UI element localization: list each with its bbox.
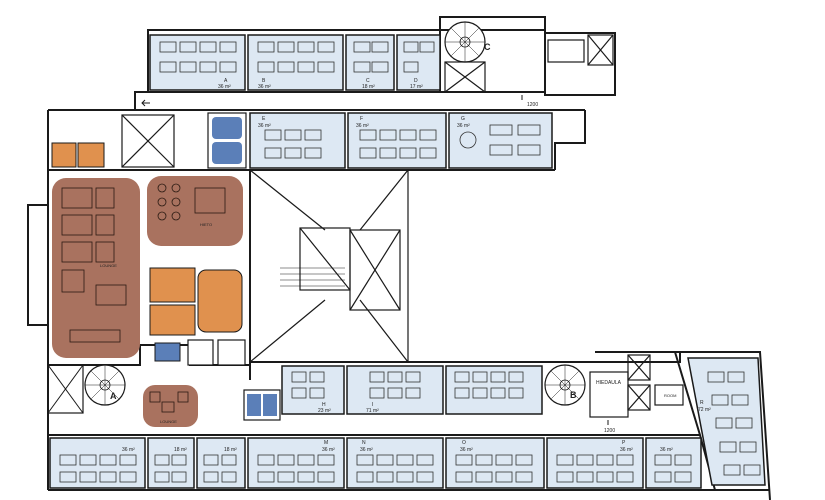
lower-office-row: H 23 m² I 71 m² [281, 365, 543, 415]
bottom-office-row: 36 m² 18 m² 18 m² M 36 m² N 36 m² O 36 m… [49, 437, 702, 489]
stair-c-label: C [484, 42, 491, 52]
room-r-letter: R [700, 400, 704, 406]
top-office-row: A 36 m² B 36 m² C 18 m² D 17 m² [149, 34, 441, 91]
room-m-letter: M [324, 440, 328, 446]
room-p-area: 36 m² [620, 447, 633, 453]
room-i2 [445, 365, 543, 415]
elevator-top-left [121, 114, 175, 168]
room-e [249, 112, 346, 169]
room-n-area: 36 m² [360, 447, 373, 453]
room-a-top-area: 36 m² [218, 84, 231, 90]
room-r: R 72 m² [687, 357, 766, 486]
room-a-top-letter: A [224, 78, 228, 84]
bottom-3-area: 18 m² [224, 447, 237, 453]
room-b-top-letter: B [262, 78, 266, 84]
room-e-area: 36 m² [258, 123, 271, 129]
room-b-top [247, 34, 344, 91]
small-meeting-2 [77, 142, 105, 168]
room-h-letter: H [322, 402, 326, 408]
bottom-2-area: 18 m² [174, 447, 187, 453]
lounge-left: LOUNGE [52, 178, 140, 358]
room-g [448, 112, 553, 169]
stair-a-label: A [110, 391, 117, 401]
room-h-area: 23 m² [318, 408, 331, 414]
room-c-top-letter: C [366, 78, 370, 84]
spiral-stair-c: C [444, 21, 491, 63]
wc-bottom [243, 389, 281, 421]
bottom-q-area: 36 m² [660, 447, 673, 453]
bottom-1-area: 36 m² [122, 447, 135, 453]
room-i [346, 365, 444, 415]
room-o-area: 36 m² [460, 447, 473, 453]
room-r-area: 72 m² [698, 407, 711, 413]
room-d-top-area: 17 m² [410, 84, 423, 90]
room-m-area: 36 m² [322, 447, 335, 453]
right-core [589, 354, 684, 418]
lounge-left-label: LOUNGE [100, 263, 117, 268]
dim-bottom: 1200 [604, 428, 615, 434]
dim-top: 1200 [527, 102, 538, 108]
room-g-area: 36 m² [457, 123, 470, 129]
room-i-area: 71 m² [366, 408, 379, 414]
spiral-stair-b: B [544, 364, 586, 406]
room-g-letter: G [461, 116, 465, 122]
atrium [249, 169, 409, 363]
room-h [281, 365, 345, 415]
mid-top-office-row: E 36 m² F 36 m² G 36 m² [249, 112, 553, 169]
small-meeting-1 [51, 142, 77, 168]
orange-meeting-rooms [149, 267, 246, 366]
wc-top [207, 112, 247, 169]
room-e-letter: E [262, 116, 266, 122]
stair-b-label: B [570, 390, 577, 400]
door-arrows [141, 95, 609, 425]
meeting-area: HIETO [147, 176, 243, 246]
lounge-small: LOUNGE [143, 385, 198, 427]
room-b-top-area: 36 m² [258, 84, 271, 90]
hiedaula-label: HIEDAULA [596, 380, 622, 386]
room-p-letter: P [622, 440, 626, 446]
top-shafts [444, 34, 614, 93]
room-o-letter: O [462, 440, 466, 446]
room-a-top [149, 34, 246, 91]
room-f-letter: F [360, 116, 363, 122]
room-f-area: 36 m² [356, 123, 369, 129]
room-i-letter: I [372, 402, 373, 408]
lounge-small-label: LOUNGE [160, 419, 177, 424]
meeting-label: HIETO [200, 222, 212, 227]
room-f [347, 112, 447, 169]
room-d-top-letter: D [414, 78, 418, 84]
room-d-top [396, 34, 441, 91]
room-n-letter: N [362, 440, 366, 446]
room-c-top-area: 18 m² [362, 84, 375, 90]
spiral-stair-a: A [47, 364, 126, 414]
room-small-label: ROOM [664, 393, 676, 398]
